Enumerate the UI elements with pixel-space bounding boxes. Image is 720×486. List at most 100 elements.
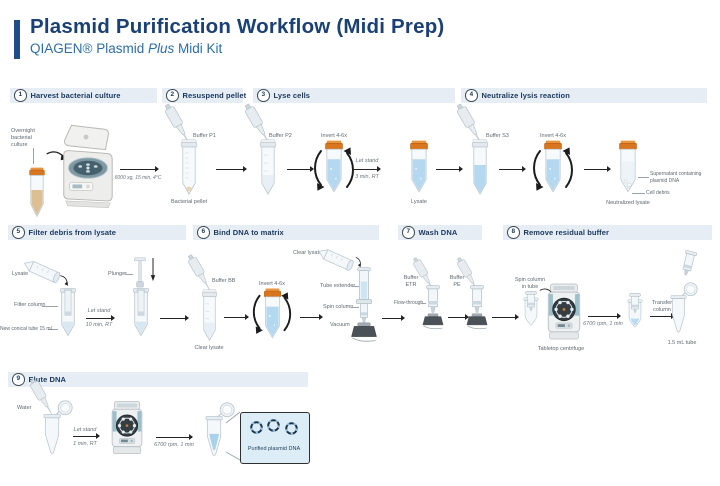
subtitle-italic: Plus: [147, 41, 175, 56]
capped-tube-icon: [263, 288, 282, 339]
flow-arrow: [156, 434, 193, 441]
vacuum-base-icon: [422, 313, 444, 330]
label-spin-conditions: 6000 xg, 15 min, 4°C: [114, 175, 162, 181]
plasmid-icon: [285, 422, 298, 435]
step-7-header: 7 Wash DNA: [398, 225, 482, 240]
label-flow-through: Flow-through: [394, 300, 424, 306]
label-tube-extender: Tube extender: [320, 283, 356, 289]
label-stand-time: 10 min, RT: [85, 322, 113, 328]
label-let-stand: Let stand: [355, 158, 379, 164]
label-transfer-column: Transfer column: [651, 300, 673, 314]
label-buffer-bb: Buffer BB: [212, 278, 236, 284]
label-buffer-p2: Buffer P2: [269, 133, 292, 139]
vacuum-base-icon: [466, 313, 488, 330]
spin-column-in-tube-icon: [523, 291, 539, 326]
label-microtube: 1.5 mL tube: [667, 340, 697, 346]
falcon-tube-icon: [180, 139, 198, 195]
page-title: Plasmid Purification Workflow (Midi Prep…: [30, 15, 445, 38]
label-column-in-tube: Spin column in tube: [514, 277, 546, 291]
step-9-header: 9 Elute DNA: [8, 372, 308, 387]
label-clear-lysate-pour: Clear lysate: [293, 250, 323, 256]
spin-column-icon: [679, 249, 698, 277]
leader-line: [126, 274, 133, 275]
step-3-header: 3 Lyse cells: [253, 88, 455, 103]
step-3-title: Lyse cells: [273, 91, 311, 100]
tabletop-centrifuge-icon: [547, 283, 581, 340]
step-6-title: Bind DNA to matrix: [213, 228, 284, 237]
capped-tube-icon: [325, 140, 343, 193]
flow-arrow: [86, 315, 115, 322]
plasmid-icon: [250, 421, 263, 434]
magnifier-lines: [225, 411, 241, 461]
step-4-title: Neutralize lysis reaction: [481, 91, 570, 100]
vacuum-base-icon: [351, 322, 377, 342]
leader-line: [351, 307, 359, 308]
label-neutralized-lysate: Neutralized lysate: [606, 200, 650, 206]
label-spin-conditions: 6700 rpm, 1 min: [583, 321, 623, 327]
label-vacuum: Vacuum: [330, 322, 350, 328]
step-1-title: Harvest bacterial culture: [30, 91, 121, 100]
label-stand-time: 3 min, RT: [355, 174, 379, 180]
flow-arrow: [382, 315, 405, 322]
lysate-tube-icon: [410, 140, 428, 193]
label-tabletop-centrifuge: Tabletop centrifuge: [537, 346, 585, 352]
label-stand-time: 1 min, RT: [73, 441, 97, 447]
label-let-stand: Let stand: [73, 427, 97, 433]
falcon-tube-icon: [201, 289, 218, 341]
filter-column-icon: [60, 287, 76, 337]
flow-arrow: [436, 166, 463, 173]
culture-tube-icon: [29, 167, 45, 217]
step-2-title: Resuspend pellet: [182, 91, 247, 100]
step-1-header: 1 Harvest bacterial culture: [10, 88, 157, 103]
neutralized-tube-icon: [619, 140, 637, 193]
flow-arrow: [448, 314, 469, 321]
tabletop-centrifuge-icon: [111, 401, 143, 455]
label-filter-column: Filter column: [14, 302, 46, 308]
page-subtitle: QIAGEN® Plasmid Plus Midi Kit: [30, 41, 222, 56]
step-8-number: 8: [507, 226, 520, 239]
step-1-number: 1: [14, 89, 27, 102]
subtitle-post: Midi Kit: [174, 41, 223, 56]
step-2-header: 2 Resuspend pellet: [162, 88, 246, 103]
step-6-header: 6 Bind DNA to matrix: [193, 225, 379, 240]
step-5-title: Filter debris from lysate: [28, 228, 117, 237]
leader-line: [421, 303, 426, 304]
purified-dna-inset: [240, 412, 310, 464]
label-invert: Invert 4-6x: [540, 133, 566, 139]
step-5-number: 5: [12, 226, 25, 239]
flow-arrow: [584, 166, 611, 173]
label-buffer-s3: Buffer S3: [486, 133, 509, 139]
flow-arrow: [73, 433, 100, 440]
centrifuge-icon: [63, 124, 113, 209]
plunger-icon: [134, 257, 146, 288]
plasmid-icon: [267, 419, 280, 432]
microtube-open-icon: [670, 282, 698, 333]
step-4-header: 4 Neutralize lysis reaction: [461, 88, 707, 103]
step-4-number: 4: [465, 89, 478, 102]
step-2-number: 2: [166, 89, 179, 102]
flow-arrow: [354, 166, 381, 173]
flow-arrow: [224, 314, 249, 321]
label-conical-tube: New conical tube 15 ml: [0, 326, 52, 332]
flow-arrow: [120, 166, 159, 173]
label-invert: Invert 4-6x: [259, 281, 285, 287]
label-spin-conditions: 6700 rpm, 1 min: [154, 442, 194, 448]
title-accent-bar: [14, 20, 20, 59]
label-water: Water: [17, 405, 32, 411]
step-9-number: 9: [12, 373, 25, 386]
step-8-title: Remove residual buffer: [523, 228, 610, 237]
label-lysate: Lysate: [410, 199, 427, 205]
label-lysate: Lysate: [12, 271, 29, 277]
flow-arrow: [300, 314, 323, 321]
leader-line: [33, 148, 34, 164]
flow-arrow: [588, 313, 621, 320]
label-overnight-culture: Overnight bacterial culture: [11, 128, 35, 149]
step-6-number: 6: [197, 226, 210, 239]
flow-arrow: [499, 166, 526, 173]
label-plunger: Plunger: [108, 271, 127, 277]
flow-arrow: [287, 166, 314, 173]
subtitle-pre: QIAGEN® Plasmid: [30, 41, 148, 56]
label-supernatant: Supernatant containing plasmid DNA: [650, 171, 702, 184]
step-8-header: 8 Remove residual buffer: [503, 225, 712, 240]
